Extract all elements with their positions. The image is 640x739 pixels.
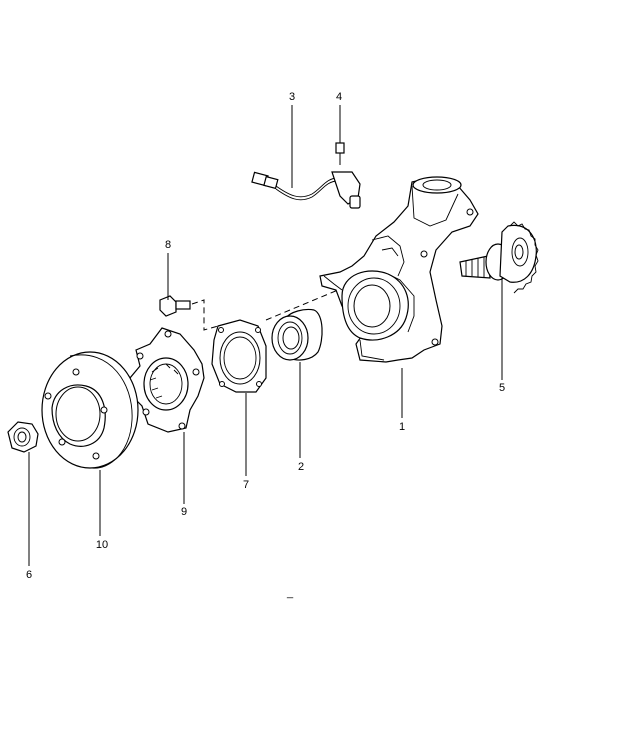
part-7-dust-shield bbox=[211, 319, 267, 393]
part-3-sensor-cable bbox=[251, 171, 339, 201]
part-5-drive-shaft bbox=[459, 221, 539, 294]
leader-lines bbox=[28, 105, 503, 566]
callout-7: 7 bbox=[243, 479, 249, 491]
part-9-hub-flange bbox=[129, 327, 205, 433]
callout-labels: 3 4 8 5 1 2 7 9 10 6 _ bbox=[26, 91, 505, 599]
callout-2: 2 bbox=[298, 461, 304, 473]
footer-mark: _ bbox=[286, 587, 294, 599]
part-1-steering-knuckle bbox=[319, 176, 479, 363]
callout-9: 9 bbox=[181, 506, 187, 518]
callout-4: 4 bbox=[336, 91, 342, 103]
callout-3: 3 bbox=[289, 91, 295, 103]
callout-10: 10 bbox=[96, 539, 108, 551]
callout-8: 8 bbox=[165, 239, 171, 251]
part-8-bolt bbox=[159, 289, 339, 331]
callout-6: 6 bbox=[26, 569, 32, 581]
part-2-wheel-bearing bbox=[271, 308, 323, 361]
part-10-brake-disc bbox=[41, 351, 139, 469]
part-6-wheel-nut bbox=[7, 421, 39, 453]
part-4-sensor bbox=[331, 142, 361, 209]
callout-1: 1 bbox=[399, 421, 405, 433]
callout-5: 5 bbox=[499, 382, 505, 394]
